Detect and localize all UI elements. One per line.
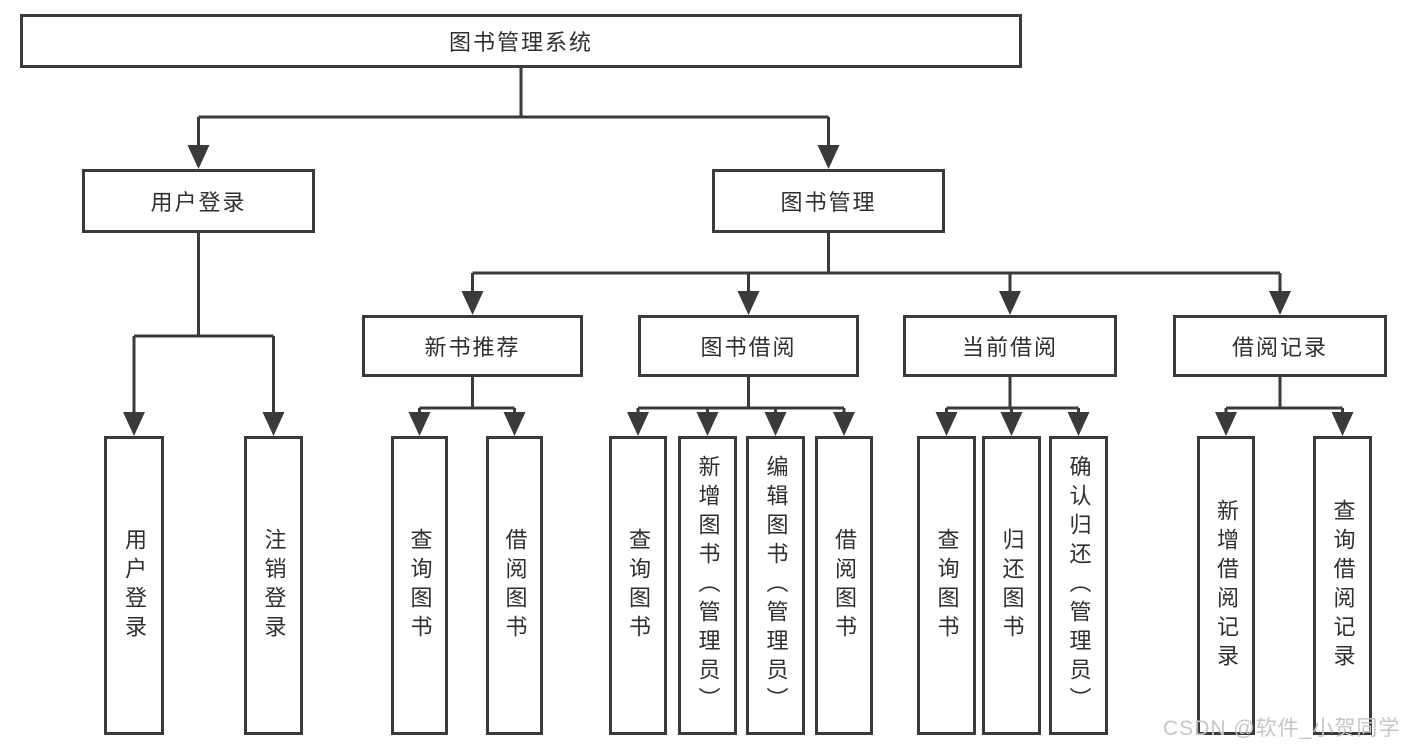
node-label: 图书管理 — [780, 190, 877, 215]
leaf-label: 借阅图书 — [502, 527, 528, 644]
leaf-borrow-books-recommend: 借阅图书 — [486, 436, 543, 735]
leaf-edit-book-admin: 编辑图书（管理员） — [746, 436, 805, 735]
leaf-label: 查询借阅记录 — [1330, 498, 1356, 673]
leaf-query-borrow-record: 查询借阅记录 — [1313, 436, 1372, 735]
node-label: 新书推荐 — [424, 335, 521, 360]
node-borrow-records: 借阅记录 — [1173, 315, 1387, 377]
leaf-label: 注销登录 — [261, 527, 287, 644]
leaf-return-book: 归还图书 — [982, 436, 1041, 735]
leaf-add-book-admin: 新增图书（管理员） — [678, 436, 737, 735]
leaf-label: 查询图书 — [934, 527, 960, 644]
leaf-label: 确认归还（管理员） — [1066, 455, 1092, 716]
leaf-add-borrow-record: 新增借阅记录 — [1197, 436, 1255, 735]
node-book-borrow: 图书借阅 — [638, 315, 859, 377]
node-new-book-recommend: 新书推荐 — [362, 315, 583, 377]
node-label: 用户登录 — [150, 190, 247, 215]
leaf-label: 查询图书 — [407, 527, 433, 644]
leaf-query-books-current: 查询图书 — [917, 436, 976, 735]
node-label: 借阅记录 — [1231, 335, 1328, 360]
leaf-label: 新增借阅记录 — [1214, 498, 1239, 673]
leaf-label: 新增图书（管理员） — [695, 455, 721, 716]
leaf-user-login: 用户登录 — [104, 436, 164, 735]
csdn-watermark: CSDN @软件_小贺同学 — [1163, 717, 1401, 740]
leaf-label: 用户登录 — [122, 527, 147, 644]
node-book-management: 图书管理 — [712, 169, 945, 233]
node-root: 图书管理系统 — [20, 14, 1022, 68]
leaf-logout: 注销登录 — [244, 436, 303, 735]
leaf-borrow-books-borrow: 借阅图书 — [815, 436, 873, 735]
leaf-query-books-borrow: 查询图书 — [609, 436, 667, 735]
leaf-label: 查询图书 — [626, 527, 651, 644]
node-label: 图书借阅 — [700, 335, 797, 360]
leaf-query-books-recommend: 查询图书 — [391, 436, 448, 735]
leaf-label: 归还图书 — [999, 527, 1025, 644]
node-user-login: 用户登录 — [82, 169, 315, 233]
node-label: 图书管理系统 — [448, 30, 593, 55]
leaf-label: 编辑图书（管理员） — [763, 455, 789, 716]
node-label: 当前借阅 — [961, 335, 1058, 360]
leaf-label: 借阅图书 — [832, 527, 857, 644]
leaf-confirm-return-admin: 确认归还（管理员） — [1049, 436, 1108, 735]
node-current-borrow: 当前借阅 — [903, 315, 1117, 377]
